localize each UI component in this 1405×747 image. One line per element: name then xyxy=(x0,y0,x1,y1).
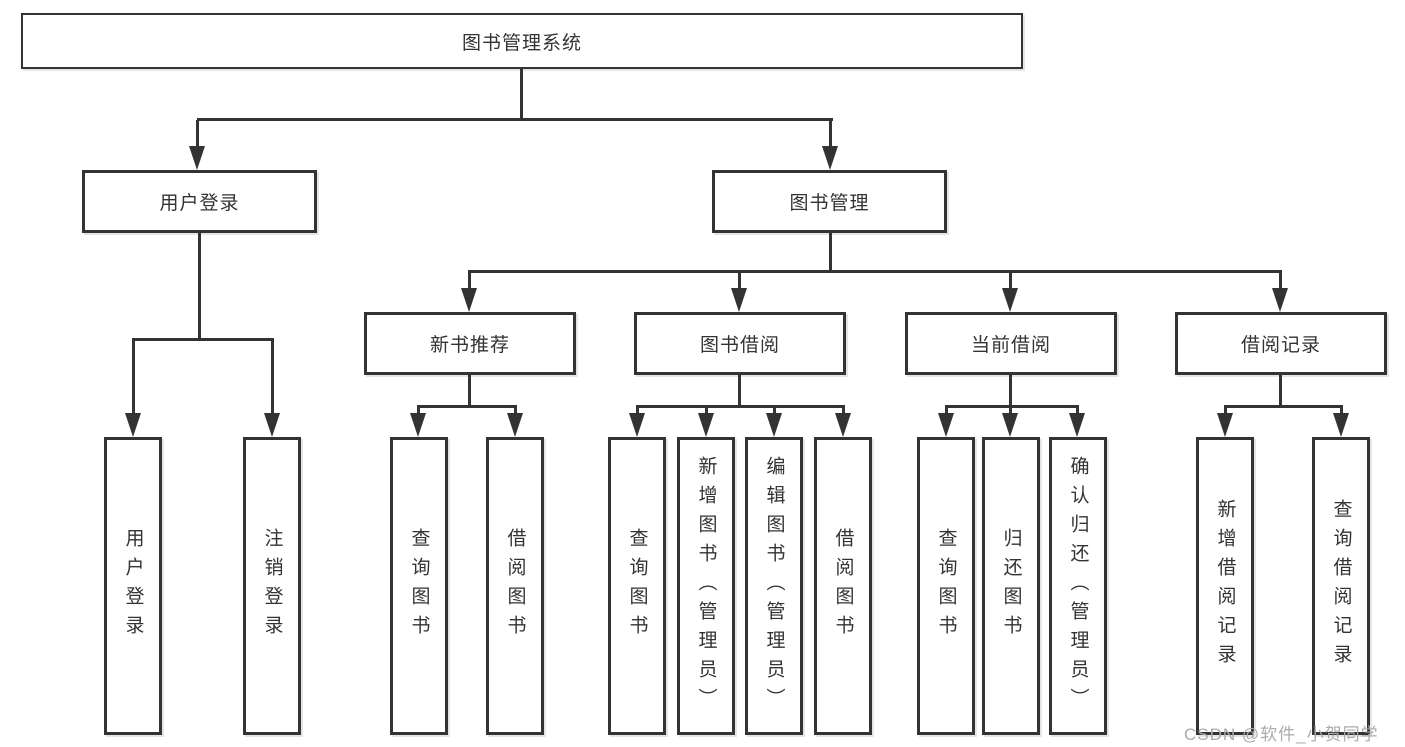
connector-line xyxy=(417,405,517,408)
connector-line xyxy=(636,407,639,415)
connector-line xyxy=(636,405,845,408)
arrowhead-down-icon xyxy=(1069,413,1085,437)
connector-line xyxy=(1340,407,1343,415)
leaf-query-books-borrow: 查询图书 xyxy=(608,437,666,735)
leaf-query-books-current: 查询图书 xyxy=(917,437,975,735)
leaf-add-borrow-record-label: 新增借阅记录 xyxy=(1214,499,1236,673)
arrowhead-down-icon xyxy=(507,413,523,437)
leaf-logout-login: 注销登录 xyxy=(243,437,301,735)
connector-line xyxy=(1224,405,1343,408)
leaf-confirm-return-admin-label: 确认归还（管理员） xyxy=(1067,455,1089,717)
connector-line xyxy=(196,120,199,148)
leaf-borrow-books-label: 借阅图书 xyxy=(832,528,854,644)
node-current-borrow: 当前借阅 xyxy=(905,312,1117,375)
connector-line xyxy=(773,407,776,415)
node-book-borrow: 图书借阅 xyxy=(634,312,846,375)
connector-line xyxy=(738,272,741,290)
node-current-borrow-label: 当前借阅 xyxy=(970,335,1051,356)
arrowhead-down-icon xyxy=(189,146,205,170)
connector-line xyxy=(514,407,517,415)
arrowhead-down-icon xyxy=(822,146,838,170)
leaf-query-borrow-record: 查询借阅记录 xyxy=(1312,437,1370,735)
arrowhead-down-icon xyxy=(731,288,747,312)
arrowhead-down-icon xyxy=(125,413,141,437)
connector-line xyxy=(1009,407,1012,415)
arrowhead-down-icon xyxy=(835,413,851,437)
arrowhead-down-icon xyxy=(461,288,477,312)
arrowhead-down-icon xyxy=(410,413,426,437)
node-new-book-recommend-label: 新书推荐 xyxy=(429,335,510,356)
node-book-management: 图书管理 xyxy=(712,170,947,233)
node-user-login: 用户登录 xyxy=(82,170,317,233)
leaf-user-login: 用户登录 xyxy=(104,437,162,735)
leaf-query-borrow-record-label: 查询借阅记录 xyxy=(1330,499,1352,673)
leaf-add-books-admin: 新增图书（管理员） xyxy=(677,437,735,735)
node-book-management-label: 图书管理 xyxy=(789,193,870,214)
arrowhead-down-icon xyxy=(1333,413,1349,437)
leaf-edit-books-admin-label: 编辑图书（管理员） xyxy=(763,455,785,717)
connector-line xyxy=(842,407,845,415)
csdn-watermark: CSDN @软件_小贺同学 xyxy=(1184,725,1379,744)
leaf-confirm-return-admin: 确认归还（管理员） xyxy=(1049,437,1107,735)
node-library-system: 图书管理系统 xyxy=(21,13,1023,69)
connector-line xyxy=(1009,375,1012,407)
connector-line xyxy=(198,233,201,340)
connector-line xyxy=(520,69,523,120)
connector-line xyxy=(468,375,471,407)
leaf-logout-login-label: 注销登录 xyxy=(261,528,283,644)
connector-line xyxy=(468,272,471,290)
connector-line xyxy=(945,407,948,415)
node-new-book-recommend: 新书推荐 xyxy=(364,312,576,375)
connector-line xyxy=(417,407,420,415)
leaf-borrow-books: 借阅图书 xyxy=(814,437,872,735)
leaf-query-books-recommend: 查询图书 xyxy=(390,437,448,735)
leaf-query-books-current-label: 查询图书 xyxy=(935,528,957,644)
leaf-add-borrow-record: 新增借阅记录 xyxy=(1196,437,1254,735)
leaf-add-books-admin-label: 新增图书（管理员） xyxy=(695,455,717,717)
node-book-borrow-label: 图书借阅 xyxy=(699,335,780,356)
arrowhead-down-icon xyxy=(1217,413,1233,437)
leaf-query-books-borrow-label: 查询图书 xyxy=(626,528,648,644)
connector-line xyxy=(132,338,274,341)
arrowhead-down-icon xyxy=(264,413,280,437)
leaf-edit-books-admin: 编辑图书（管理员） xyxy=(745,437,803,735)
connector-line xyxy=(1076,407,1079,415)
connector-line xyxy=(1279,272,1282,290)
leaf-return-books: 归还图书 xyxy=(982,437,1040,735)
connector-line xyxy=(132,340,135,415)
connector-line xyxy=(945,405,1079,408)
node-borrow-records-label: 借阅记录 xyxy=(1240,335,1321,356)
leaf-query-books-recommend-label: 查询图书 xyxy=(408,528,430,644)
connector-line xyxy=(1279,375,1282,407)
connector-line xyxy=(271,340,274,415)
arrowhead-down-icon xyxy=(1002,413,1018,437)
connector-line xyxy=(829,233,832,272)
leaf-return-books-label: 归还图书 xyxy=(1000,528,1022,644)
leaf-borrow-books-recommend: 借阅图书 xyxy=(486,437,544,735)
connector-line xyxy=(197,118,833,121)
node-borrow-records: 借阅记录 xyxy=(1175,312,1387,375)
leaf-user-login-label: 用户登录 xyxy=(122,528,144,644)
arrowhead-down-icon xyxy=(766,413,782,437)
leaf-borrow-books-recommend-label: 借阅图书 xyxy=(504,528,526,644)
arrowhead-down-icon xyxy=(1002,288,1018,312)
connector-line xyxy=(829,120,832,148)
connector-line xyxy=(1224,407,1227,415)
arrowhead-down-icon xyxy=(938,413,954,437)
connector-line xyxy=(738,375,741,407)
connector-line xyxy=(468,270,1282,273)
connector-line xyxy=(705,407,708,415)
node-user-login-label: 用户登录 xyxy=(159,193,240,214)
arrowhead-down-icon xyxy=(629,413,645,437)
connector-line xyxy=(1009,272,1012,290)
arrowhead-down-icon xyxy=(1272,288,1288,312)
node-library-system-label: 图书管理系统 xyxy=(461,32,582,54)
arrowhead-down-icon xyxy=(698,413,714,437)
